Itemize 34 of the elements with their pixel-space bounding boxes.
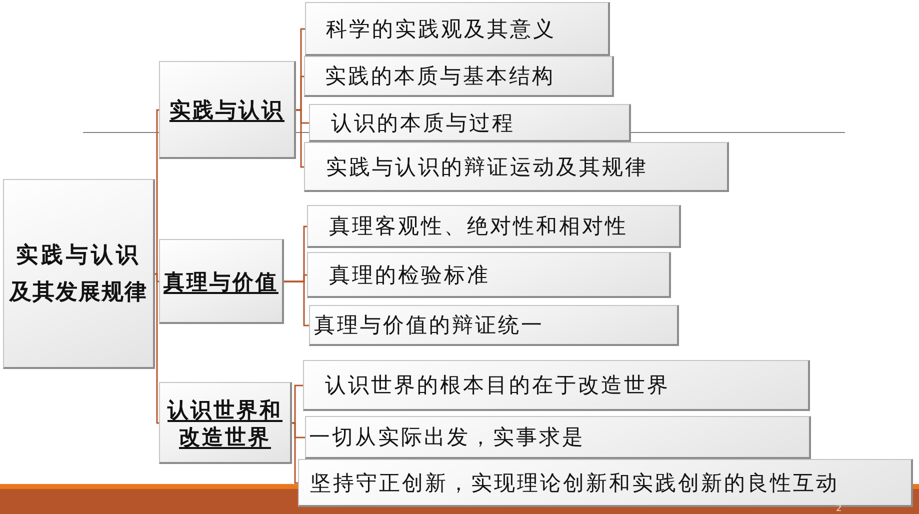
item-label: 认识世界的根本目的在于改造世界 [325,372,670,398]
item-label: 一切从实际出发，实事求是 [309,424,585,450]
item-box [309,104,631,142]
connector-line [296,109,304,168]
item-box [304,56,614,97]
topic-label: 实践与认识及其发展规律 [8,240,148,306]
branch-box [159,61,296,159]
branch-label: 真理与价值 [162,268,280,294]
topic-box [3,179,155,369]
item-box [307,205,681,248]
item-label: 科学的实践观及其意义 [326,16,556,42]
branch-label: 实践与认识 [168,96,286,123]
page-number: 2 [836,505,842,514]
item-box [305,416,811,459]
item-box [303,360,810,411]
item-label: 认识的本质与过程 [331,110,515,136]
item-box [309,305,679,346]
item-label: 真理与价值的辩证统一 [314,312,544,338]
item-box [307,252,671,298]
connector-line [155,109,159,275]
connector-line [155,273,159,424]
connector-line [292,422,298,484]
item-label: 实践的本质与基本结构 [325,63,555,89]
connector-line [284,280,309,326]
item-label: 真理客观性、绝对性和相对性 [329,213,628,239]
item-box [305,2,610,56]
item-box [304,142,729,192]
item-label: 实践与认识的辩证运动及其规律 [326,154,648,180]
branch-label: 认识世界和改造世界 [166,396,284,450]
branch-box [159,382,292,464]
item-label: 坚持守正创新，实现理论创新和实践创新的良性互动 [310,470,839,496]
item-label: 真理的检验标准 [329,262,490,288]
connector-line [292,384,303,424]
branch-box [159,239,284,324]
